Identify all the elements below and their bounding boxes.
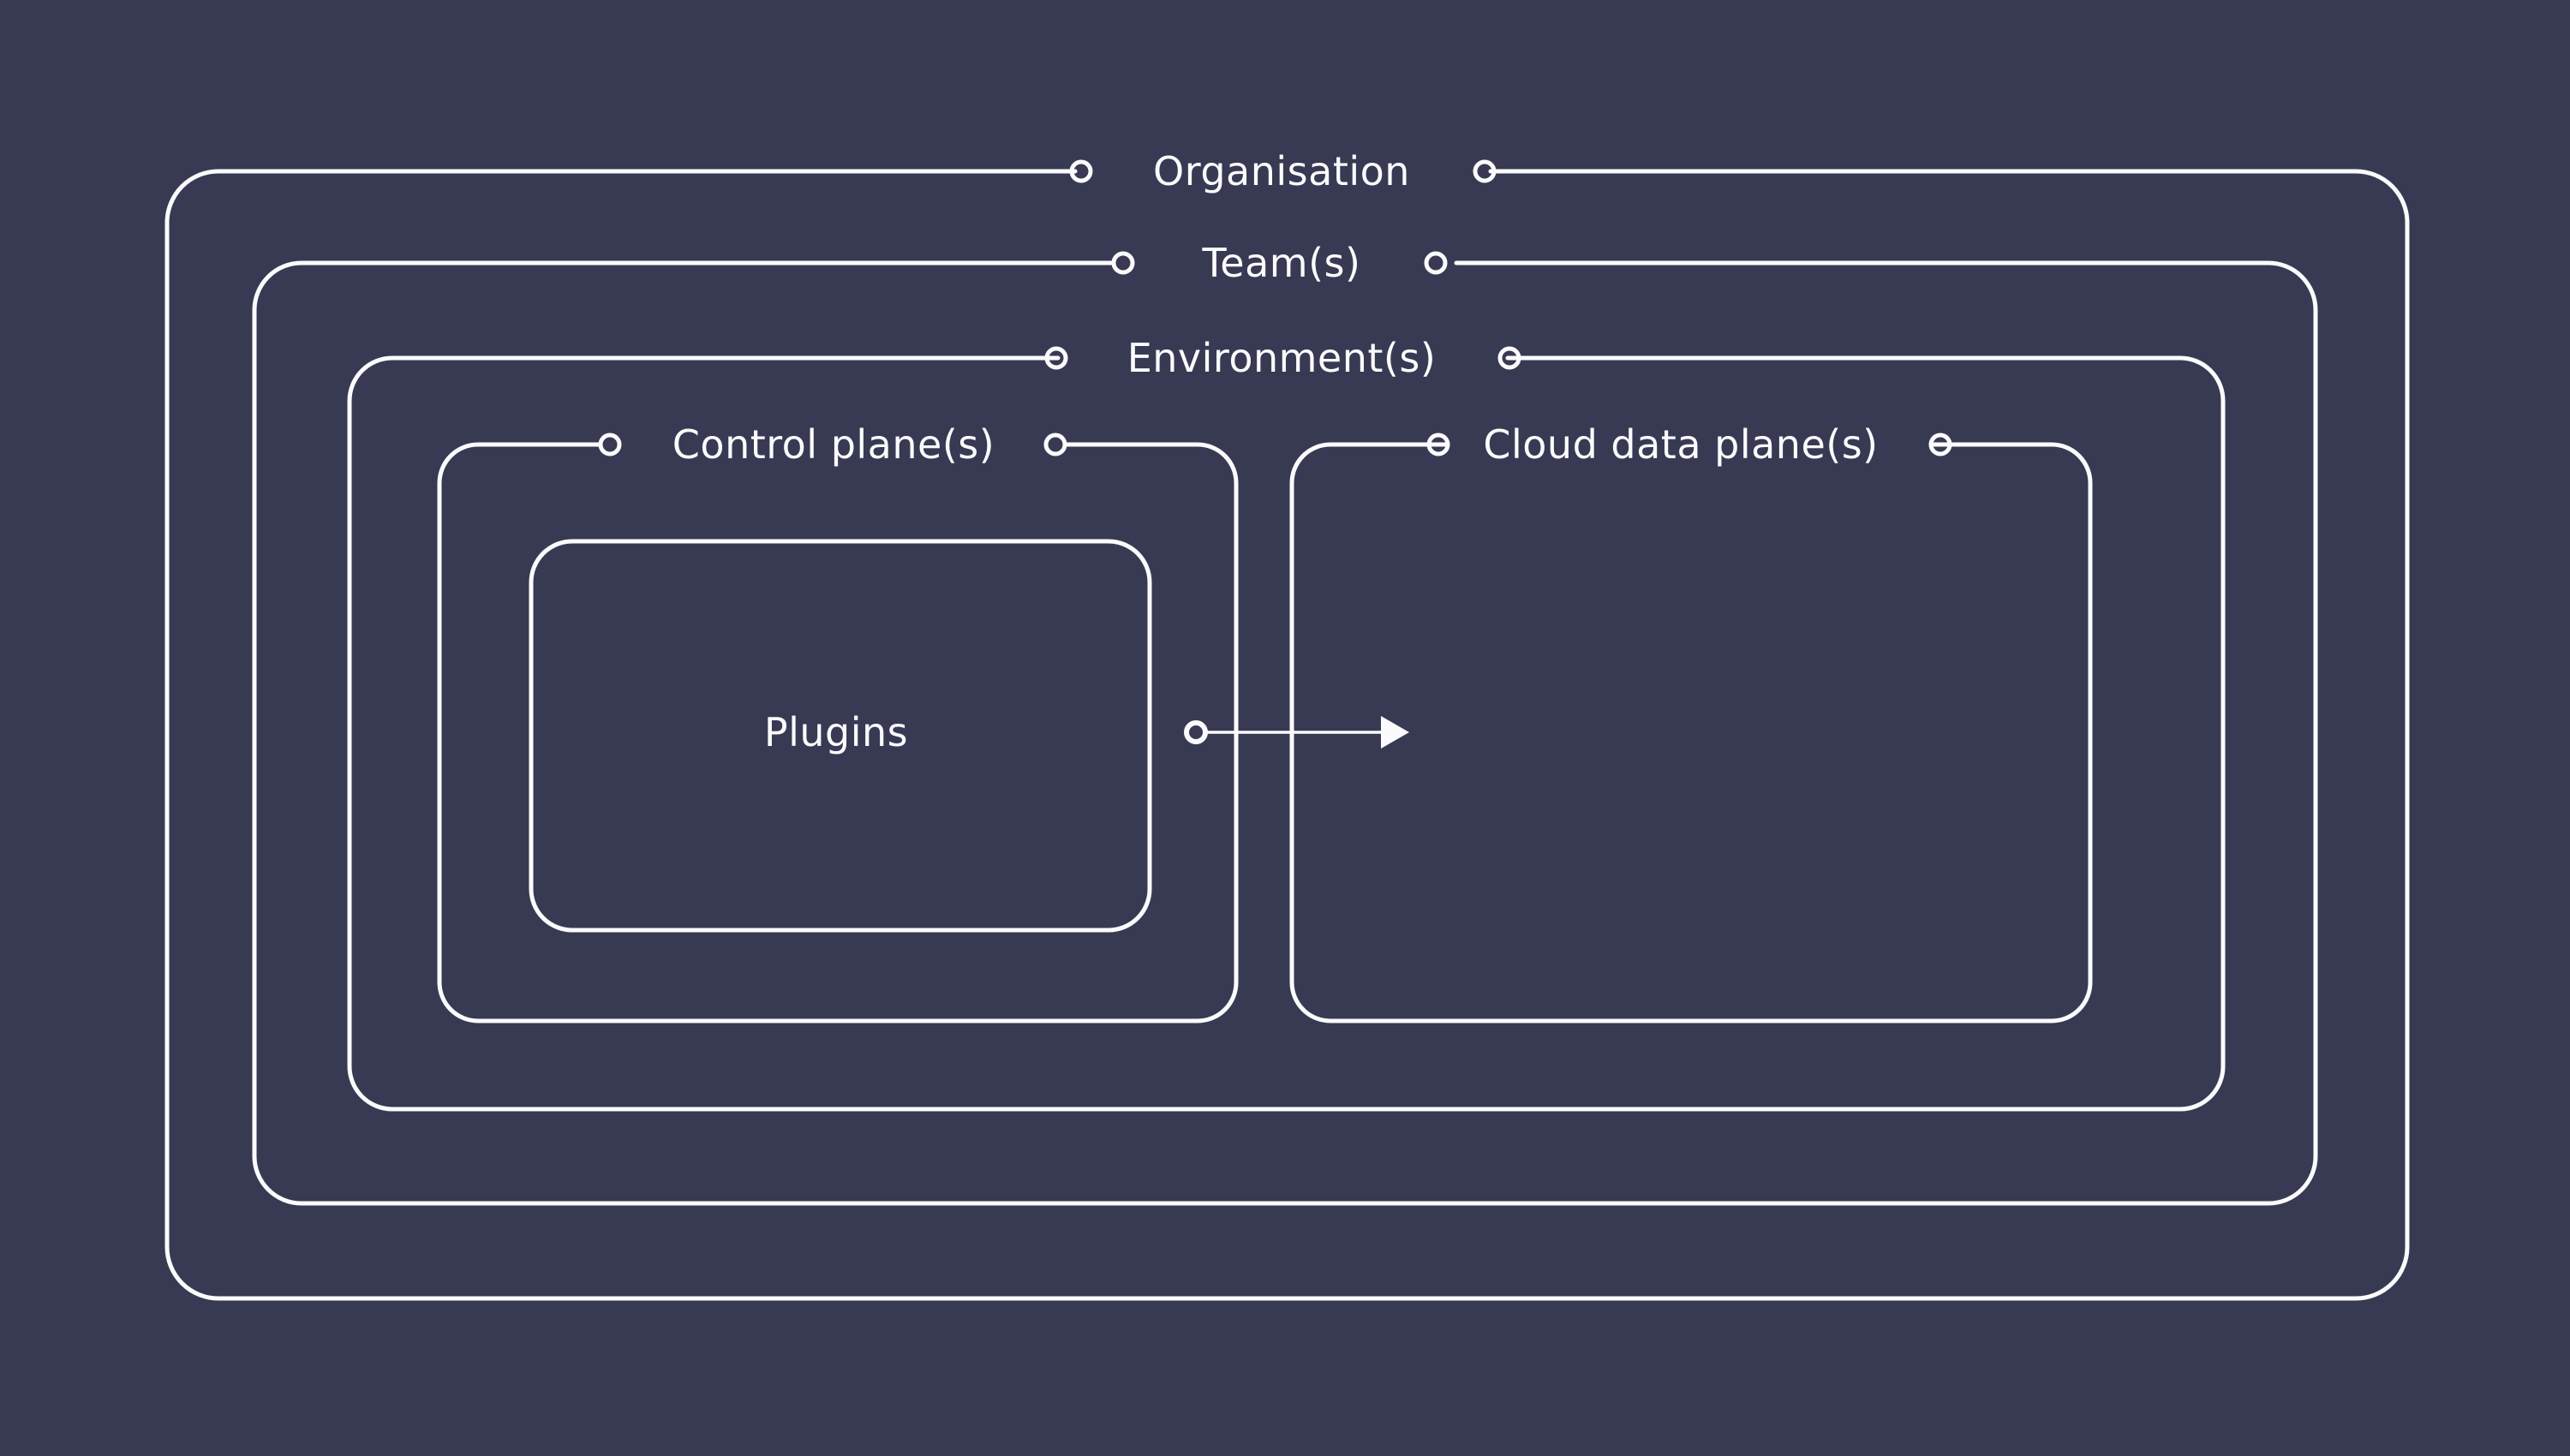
cloud-data-plane-left-endpoint-icon bbox=[1426, 433, 1450, 456]
control-plane-left-endpoint-icon bbox=[598, 433, 622, 456]
plugins-to-cloud-data-plane-arrowhead-icon bbox=[1381, 716, 1409, 749]
environment-right-endpoint-icon bbox=[1497, 346, 1521, 370]
cloud-data-plane-label: Cloud data plane(s) bbox=[1483, 421, 1879, 468]
organisation-label: Organisation bbox=[1153, 148, 1410, 194]
plugins-frame[interactable] bbox=[529, 539, 1152, 933]
organisation-right-endpoint-icon bbox=[1473, 159, 1497, 183]
plugins-output-endpoint-icon bbox=[1184, 720, 1208, 744]
cloud-data-plane-right-endpoint-icon bbox=[1928, 433, 1952, 456]
control-plane-right-endpoint-icon bbox=[1043, 433, 1067, 456]
organisation-frame[interactable] bbox=[164, 169, 2410, 1301]
team-label: Team(s) bbox=[1202, 240, 1361, 286]
control-plane-frame[interactable] bbox=[437, 442, 1239, 1023]
team-frame[interactable] bbox=[252, 260, 2318, 1206]
environment-frame[interactable] bbox=[347, 355, 2226, 1112]
environment-label: Environment(s) bbox=[1127, 335, 1437, 381]
environment-left-endpoint-icon bbox=[1044, 346, 1068, 370]
team-right-endpoint-icon bbox=[1424, 251, 1448, 275]
team-left-endpoint-icon bbox=[1111, 251, 1135, 275]
organisation-left-endpoint-icon bbox=[1069, 159, 1093, 183]
cloud-data-plane-frame[interactable] bbox=[1289, 442, 2093, 1023]
control-plane-label: Control plane(s) bbox=[672, 421, 995, 468]
plugins-label: Plugins bbox=[763, 709, 909, 755]
